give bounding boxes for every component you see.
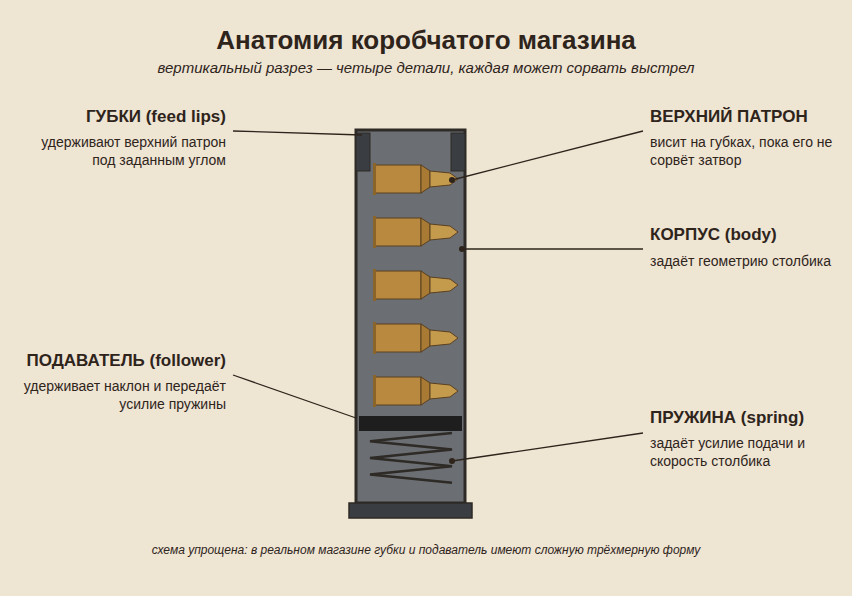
part-name: ПРУЖИНА (spring) <box>650 408 804 428</box>
cartridge-rim <box>373 216 376 248</box>
spring-coil <box>370 433 452 483</box>
cartridge-case <box>375 271 421 299</box>
cartridge-rim <box>373 322 376 354</box>
cartridge-shoulder <box>421 324 430 352</box>
bullet <box>430 330 458 346</box>
part-name: ВЕРХНИЙ ПАТРОН <box>650 107 808 127</box>
cartridge-stack <box>373 163 458 407</box>
cartridge-shoulder <box>421 271 430 299</box>
bullet <box>430 277 458 293</box>
cartridge-case <box>375 324 421 352</box>
leader-line <box>462 248 643 249</box>
part-description: удерживает наклон и передаёт усилие пруж… <box>11 377 226 413</box>
base-plate <box>349 503 472 518</box>
bullet <box>430 383 458 399</box>
cartridge-rim <box>373 163 376 195</box>
caption: схема упрощена: в реальном магазине губк… <box>0 543 852 558</box>
leader-line <box>233 375 356 418</box>
cartridge-case <box>375 377 421 405</box>
feed-lip <box>451 133 465 171</box>
cartridge-shoulder <box>421 377 430 405</box>
leader-lines <box>233 131 643 461</box>
leader-line <box>452 433 643 461</box>
magazine-body <box>356 130 465 503</box>
cartridge-rim <box>373 269 376 301</box>
feed-lip <box>356 133 370 171</box>
part-name: ПОДАВАТЕЛЬ (follower) <box>26 351 226 371</box>
cartridge-shoulder <box>421 218 430 246</box>
leader-line <box>233 131 362 135</box>
part-description: задаёт усилие подачи и скорость столбика <box>650 434 830 470</box>
follower <box>359 416 462 431</box>
leader-dots <box>449 177 465 464</box>
subtitle: вертикальный разрез — четыре детали, каж… <box>126 59 726 77</box>
cartridge-case <box>375 165 421 193</box>
part-description: задаёт геометрию столбика <box>650 252 848 270</box>
leader-dot <box>449 177 455 183</box>
bullet <box>430 171 458 187</box>
cartridge-shoulder <box>421 165 430 193</box>
bullet <box>430 224 458 240</box>
part-description: висит на губках, пока его не сорвёт затв… <box>650 133 846 169</box>
cartridge-rim <box>373 375 376 407</box>
part-name: КОРПУС (body) <box>650 225 777 245</box>
leader-dot <box>449 458 455 464</box>
leader-dot <box>459 246 465 252</box>
part-description: удерживают верхний патрон под заданным у… <box>21 133 226 169</box>
part-name: ГУБКИ (feed lips) <box>86 107 226 127</box>
title: Анатомия коробчатого магазина <box>0 25 852 55</box>
leader-line <box>452 131 643 180</box>
cartridge-case <box>375 218 421 246</box>
